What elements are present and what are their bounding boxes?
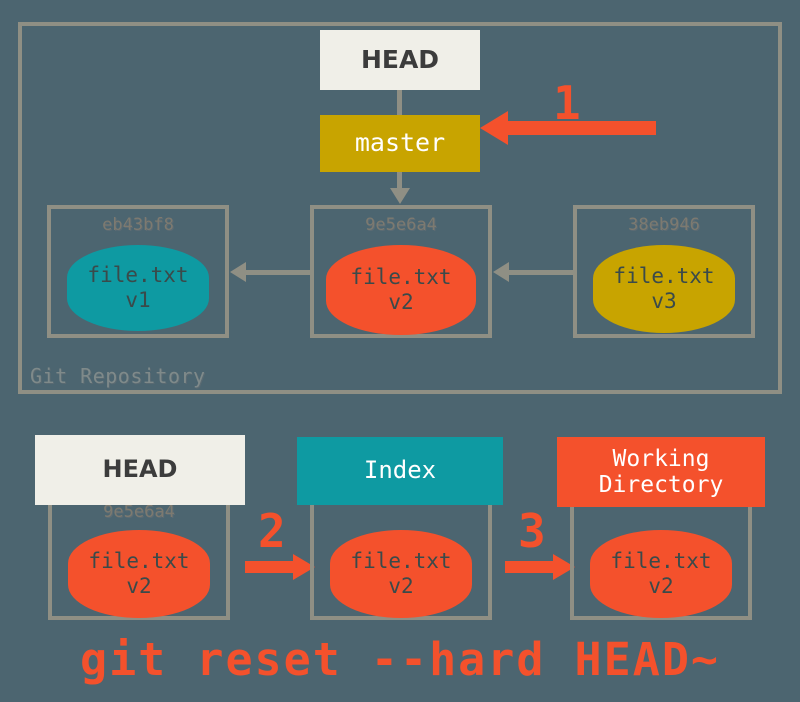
commit-hash-38eb946: 38eb946 xyxy=(628,215,700,235)
commit-hash-9e5e6a4: 9e5e6a4 xyxy=(365,215,437,235)
area-file-name-index: file.txt xyxy=(350,549,452,574)
commit-file-name-v1: file.txt xyxy=(87,263,189,288)
commit-file-version-v3: v3 xyxy=(651,289,677,313)
area-hash-head: 9e5e6a4 xyxy=(103,502,175,522)
commit-file-name-v3: file.txt xyxy=(613,264,715,289)
area-file-name-head: file.txt xyxy=(88,549,190,574)
git-repository-frame xyxy=(18,22,782,394)
area-blob-index: file.txt v2 xyxy=(330,530,472,618)
master-to-commit-arrowhead xyxy=(390,188,410,204)
commit-box-eb43bf8: eb43bf8 file.txt v1 xyxy=(47,205,229,338)
area-title-head: HEAD xyxy=(35,435,245,505)
git-repository-label: Git Repository xyxy=(30,364,206,388)
area-box-index: file.txt v2 xyxy=(310,492,492,620)
step-2-arrowhead xyxy=(293,554,315,580)
master-to-commit-line xyxy=(397,172,402,192)
area-title-working-directory: Working Directory xyxy=(557,437,765,507)
area-file-version-index: v2 xyxy=(388,574,414,598)
commit-link-line-mid-to-left xyxy=(246,270,312,275)
repo-master-box: master xyxy=(320,115,480,172)
step-2-number: 2 xyxy=(258,504,286,558)
commit-file-version-v2: v2 xyxy=(388,290,414,314)
step-1-arrowhead xyxy=(480,111,508,145)
commit-file-version-v1: v1 xyxy=(125,288,151,312)
repo-head-box: HEAD xyxy=(320,30,480,90)
commit-blob-v2: file.txt v2 xyxy=(326,245,476,335)
commit-hash-eb43bf8: eb43bf8 xyxy=(102,215,174,235)
step-1-arrow-shaft xyxy=(508,121,656,135)
step-2-arrow-shaft xyxy=(245,561,293,573)
area-blob-head: file.txt v2 xyxy=(68,530,210,618)
area-blob-working-directory: file.txt v2 xyxy=(590,530,732,618)
area-title-working-directory-line2: Directory xyxy=(598,472,724,498)
commit-link-line-right-to-mid xyxy=(509,270,575,275)
area-file-name-working-directory: file.txt xyxy=(610,549,712,574)
area-box-working-directory: file.txt v2 xyxy=(570,492,752,620)
git-command-caption: git reset --hard HEAD~ xyxy=(79,633,721,686)
step-3-arrowhead xyxy=(553,554,575,580)
area-box-head: 9e5e6a4 file.txt v2 xyxy=(48,492,230,620)
commit-link-arrowhead-right-to-mid xyxy=(493,262,509,282)
step-3-number: 3 xyxy=(518,504,546,558)
step-3-arrow-shaft xyxy=(505,561,553,573)
head-to-master-line xyxy=(397,90,402,115)
commit-file-name-v2: file.txt xyxy=(350,265,452,290)
commit-box-38eb946: 38eb946 file.txt v3 xyxy=(573,205,755,338)
commit-box-9e5e6a4: 9e5e6a4 file.txt v2 xyxy=(310,205,492,338)
area-file-version-working-directory: v2 xyxy=(648,574,674,598)
commit-blob-v3: file.txt v3 xyxy=(593,245,735,333)
area-title-index: Index xyxy=(297,437,503,505)
area-file-version-head: v2 xyxy=(126,574,152,598)
area-title-working-directory-line1: Working xyxy=(612,445,710,472)
commit-blob-v1: file.txt v1 xyxy=(67,245,209,331)
step-1-number: 1 xyxy=(553,76,581,130)
commit-link-arrowhead-mid-to-left xyxy=(230,262,246,282)
